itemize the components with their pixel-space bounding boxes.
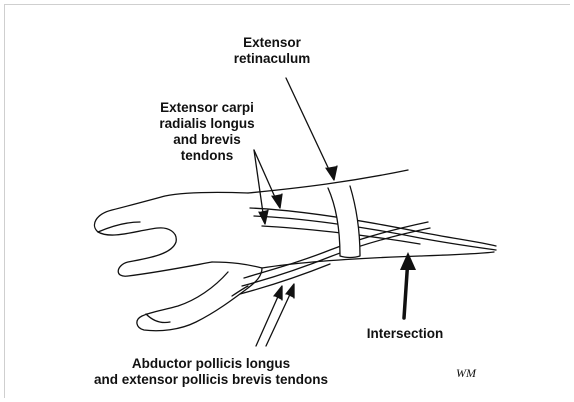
artist-signature: WM: [456, 366, 476, 381]
ecr-tendon: [254, 216, 496, 250]
label-line: radialis longus: [132, 116, 282, 132]
label-extensor-retinaculum: Extensor retinaculum: [226, 35, 318, 67]
label-line: retinaculum: [226, 51, 318, 67]
arrow-abductor: [256, 284, 294, 346]
label-line: Extensor carpi: [132, 100, 282, 116]
label-line: and brevis: [132, 132, 282, 148]
finger-crease: [98, 222, 140, 232]
thumb-nail: [146, 314, 170, 323]
label-line: Abductor pollicis longus: [56, 356, 366, 372]
arrow-retinaculum: [286, 78, 337, 180]
palm-lower-outline: [212, 262, 262, 268]
label-line: tendons: [132, 148, 282, 164]
hand-dorsum-outline: [94, 192, 248, 276]
apl-epb-tendon: [240, 264, 330, 294]
label-intersection: Intersection: [352, 326, 458, 342]
arrow-intersection: [400, 252, 416, 318]
retinaculum-band: [328, 186, 360, 258]
label-extensor-carpi-radialis: Extensor carpi radialis longus and brevi…: [132, 100, 282, 164]
label-line: Extensor: [226, 35, 318, 51]
forearm-lower-outline: [262, 252, 494, 268]
label-abductor-pollicis: Abductor pollicis longus and extensor po…: [56, 356, 366, 388]
label-line: and extensor pollicis brevis tendons: [56, 372, 366, 388]
label-line: Intersection: [352, 326, 458, 342]
